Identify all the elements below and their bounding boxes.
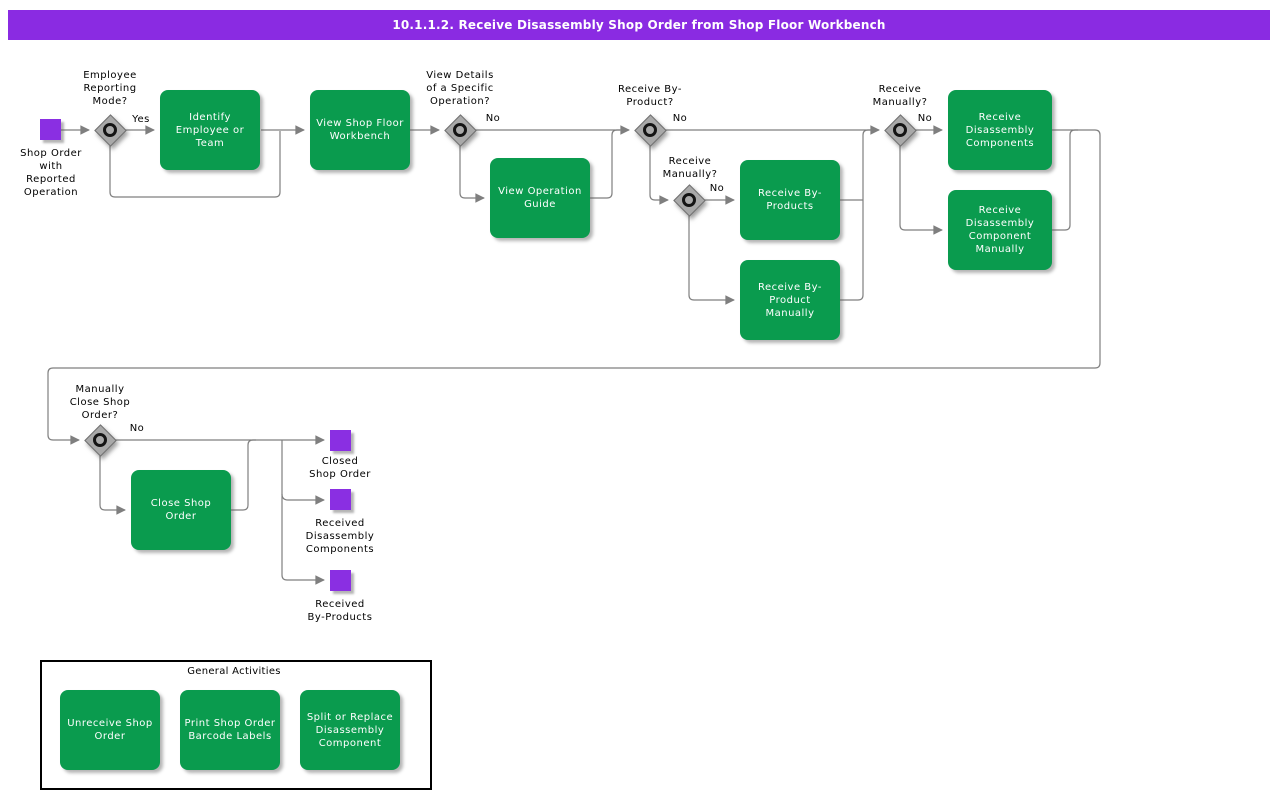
general-activities-title: General Activities <box>187 666 281 677</box>
activity-receive-by-products[interactable]: Receive By- Products <box>740 160 840 240</box>
edge <box>899 146 943 235</box>
decision-employee-reporting-mode[interactable] <box>94 114 127 147</box>
decision-manually-close-shop-order[interactable] <box>84 424 117 457</box>
gateway-circle-icon <box>453 123 467 137</box>
activity-identify-employee-or-team[interactable]: Identify Employee or Team <box>160 90 260 170</box>
activity-receive-disassembly-component-manually[interactable]: Receive Disassembly Component Manually <box>948 190 1052 270</box>
activity-receive-disassembly-components[interactable]: Receive Disassembly Components <box>948 90 1052 170</box>
edge <box>1052 129 1078 231</box>
edge-label-yes: Yes <box>132 114 150 125</box>
end-event-received-disassembly-components[interactable] <box>330 489 351 510</box>
activity-unreceive-shop-order[interactable]: Unreceive Shop Order <box>60 690 160 770</box>
activity-view-operation-guide[interactable]: View Operation Guide <box>490 158 590 238</box>
end-event-received-by-products[interactable] <box>330 570 351 591</box>
gateway-circle-icon <box>643 123 657 137</box>
decision-label: Manually Close Shop Order? <box>69 384 131 421</box>
edge <box>840 129 872 301</box>
decision-label: Receive Manually? <box>872 84 928 108</box>
diagram-title-bar: 10.1.1.2. Receive Disassembly Shop Order… <box>8 10 1270 40</box>
edge <box>231 439 256 511</box>
activity-print-shop-order-barcode-labels[interactable]: Print Shop Order Barcode Labels <box>180 690 280 770</box>
activity-close-shop-order[interactable]: Close Shop Order <box>131 470 231 550</box>
end-event-label: Closed Shop Order <box>309 456 371 480</box>
decision-label: Receive By- Product? <box>617 84 683 108</box>
gateway-circle-icon <box>103 123 117 137</box>
decision-label: Receive Manually? <box>662 156 718 180</box>
edge <box>590 129 620 199</box>
end-event-label: Received By-Products <box>307 599 373 623</box>
gateway-circle-icon <box>93 433 107 447</box>
decision-receive-manually-byproduct[interactable] <box>673 184 706 217</box>
start-event-shop-order[interactable] <box>40 119 61 140</box>
decision-label: Employee Reporting Mode? <box>83 70 137 107</box>
edge <box>281 493 325 505</box>
edge-label-no: No <box>485 113 501 124</box>
start-event-label: Shop Order with Reported Operation <box>20 148 82 198</box>
edge-label-no: No <box>709 183 725 194</box>
edge-label-no: No <box>672 113 688 124</box>
decision-receive-manually-component[interactable] <box>884 114 917 147</box>
gateway-circle-icon <box>893 123 907 137</box>
edge <box>99 456 126 515</box>
gateway-circle-icon <box>682 193 696 207</box>
activity-receive-by-product-manually[interactable]: Receive By- Product Manually <box>740 260 840 340</box>
activity-view-shop-floor-workbench[interactable]: View Shop Floor Workbench <box>310 90 410 170</box>
decision-label: View Details of a Specific Operation? <box>426 70 494 107</box>
activity-split-or-replace-disassembly-component[interactable]: Split or Replace Disassembly Component <box>300 690 400 770</box>
general-activities-frame <box>40 660 432 790</box>
edge-label-no: No <box>129 423 145 434</box>
edge-label-no: No <box>917 113 933 124</box>
decision-view-details-specific-operation[interactable] <box>444 114 477 147</box>
decision-receive-by-product[interactable] <box>634 114 667 147</box>
edge <box>459 146 485 203</box>
end-event-label: Received Disassembly Components <box>305 518 375 555</box>
edge <box>688 216 735 305</box>
end-event-closed-shop-order[interactable] <box>330 430 351 451</box>
